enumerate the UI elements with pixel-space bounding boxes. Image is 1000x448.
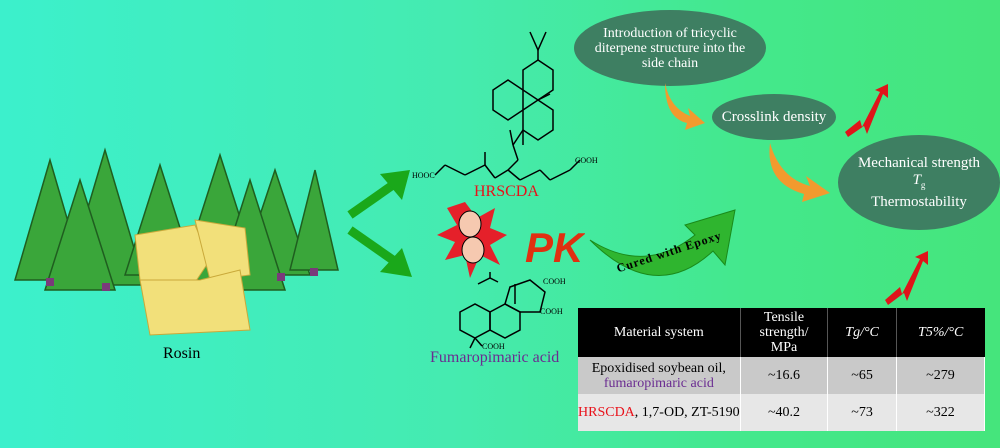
cell-tg: ~65 <box>827 357 897 394</box>
cell-material: Epoxidised soybean oil,fumaropimaric aci… <box>578 357 741 394</box>
hrscda-structure: HOOC COOH <box>412 31 598 181</box>
fist-bump-icon: PK <box>437 202 585 278</box>
hrscda-label: HRSCDA <box>474 183 539 200</box>
table-header: Material system Tensile strength/ MPa Tg… <box>578 308 985 357</box>
cell-t5: ~322 <box>896 394 986 431</box>
tg-text: Tg <box>912 171 926 190</box>
pk-text: PK <box>525 224 585 271</box>
fumaropimaric-label: Fumaropimaric acid <box>430 349 560 366</box>
cell-material: HRSCDA, 1,7-OD, ZT-5190 <box>578 394 741 431</box>
fumaropimaric-structure: COOH COOH COOH <box>459 272 565 350</box>
svg-text:COOH: COOH <box>575 156 598 165</box>
svg-text:COOH: COOH <box>543 277 565 286</box>
green-split-arrows-icon <box>347 170 412 277</box>
thermostability-text: Thermostability <box>871 193 967 210</box>
rosin-label: Rosin <box>163 345 201 362</box>
table-row: HRSCDA, 1,7-OD, ZT-5190 ~40.2 ~73 ~322 <box>578 394 986 431</box>
svg-text:COOH: COOH <box>540 307 563 316</box>
col-tensile: Tensile strength/ MPa <box>740 308 829 357</box>
table-row: Epoxidised soybean oil,fumaropimaric aci… <box>578 357 986 394</box>
cell-tg: ~73 <box>827 394 897 431</box>
cell-tensile: ~16.6 <box>740 357 829 394</box>
svg-text:COOH: COOH <box>482 342 505 350</box>
forest-illustration <box>14 147 339 336</box>
bubble-properties: Mechanical strength Tg Thermostability <box>838 135 1000 230</box>
orange-arrows-icon <box>665 83 830 202</box>
bubble-crosslink: Crosslink density <box>712 94 836 140</box>
red-up-arrows-icon <box>845 84 928 305</box>
cell-t5: ~279 <box>896 357 986 394</box>
rosin-crystals <box>134 219 251 336</box>
col-t5: T5%/°C <box>896 308 985 357</box>
svg-text:HOOC: HOOC <box>412 171 435 180</box>
col-material: Material system <box>578 308 741 357</box>
bubble-intro: Introduction of tricyclic diterpene stru… <box>574 10 766 86</box>
cell-tensile: ~40.2 <box>740 394 829 431</box>
properties-table: Material system Tensile strength/ MPa Tg… <box>578 308 986 431</box>
mech-strength-text: Mechanical strength <box>857 154 981 171</box>
cured-with-epoxy-arrow: Cured with Epoxy <box>589 209 736 276</box>
col-tg: Tg/°C <box>827 308 897 357</box>
